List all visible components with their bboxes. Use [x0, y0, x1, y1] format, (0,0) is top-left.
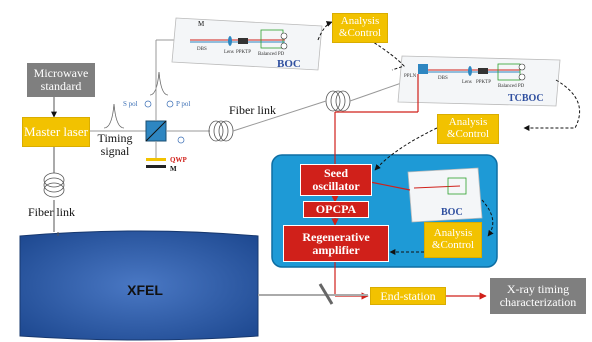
s-pol-label: S pol — [123, 100, 138, 108]
xfel-block — [19, 230, 259, 341]
mirror-m — [146, 165, 166, 168]
boc-to-analysis3-dashed — [481, 199, 494, 237]
ppln-label: PPLN — [404, 74, 417, 79]
xfel-label: XFEL — [127, 281, 163, 298]
analysis-control-box-top: Analysis &Control — [332, 13, 388, 43]
ppktp-label-2: PPKTP — [476, 80, 492, 85]
boc-label-top: BOC — [277, 58, 301, 70]
dbs-label: DBS — [197, 47, 207, 52]
balanced-pd-label: Balanced PD — [258, 52, 285, 57]
s-pol-marker — [144, 100, 152, 108]
pulse-shape — [103, 103, 125, 129]
lens-label: Lens — [224, 50, 234, 55]
boc-label-inner: BOC — [441, 207, 463, 218]
analysis-to-seed-dashed — [374, 127, 438, 171]
master-laser-box: Master laser — [22, 117, 90, 147]
lens-label-2: Lens — [462, 80, 472, 85]
qwp-plate — [146, 158, 166, 161]
tcboc-card — [397, 55, 561, 107]
analysis-feedback-dashed — [369, 39, 405, 71]
seed-oscillator-box: Seed oscillator — [300, 164, 372, 196]
dbs-label-2: DBS — [438, 76, 448, 81]
timing-signal-label: Timing signal — [97, 131, 133, 159]
opcpa-box: OPCPA — [303, 201, 369, 218]
p-pol-marker — [166, 100, 174, 108]
seed-to-boc-line — [369, 181, 411, 191]
mirror-m-label: M — [170, 165, 177, 173]
boc-card-top — [171, 17, 323, 71]
p-pol-label: P pol — [176, 100, 191, 108]
regenerative-amplifier-box: Regenerative amplifier — [283, 225, 389, 262]
ppktp-label: PPKTP — [236, 50, 252, 55]
pulse-shape-2 — [149, 71, 169, 96]
tcboc-label: TCBOC — [508, 93, 544, 104]
end-station-box: End-station — [370, 287, 446, 305]
fiber-link-label-left: Fiber link — [28, 205, 75, 219]
boc-m-label: M — [198, 20, 205, 28]
beam-combiner-mirror — [318, 283, 334, 305]
boc-card-inner — [407, 167, 483, 223]
balanced-pd-label-2: Balanced PD — [498, 84, 525, 89]
microwave-standard-box: Microwave standard — [27, 63, 95, 97]
pol-marker-3 — [177, 136, 185, 144]
qwp-label: QWP — [170, 156, 187, 164]
splitter-diagonal — [145, 120, 167, 142]
xray-timing-box: X-ray timing characterization — [490, 278, 586, 314]
fiber-link-top-line — [232, 100, 327, 132]
analysis-control-box-inner: Analysis &Control — [424, 222, 482, 258]
boc-to-analysis-dashed — [317, 21, 333, 41]
fiber-coil-left — [43, 172, 65, 198]
analysis-control-box-mid: Analysis &Control — [437, 114, 499, 144]
fiber-link-label-top: Fiber link — [229, 103, 276, 117]
